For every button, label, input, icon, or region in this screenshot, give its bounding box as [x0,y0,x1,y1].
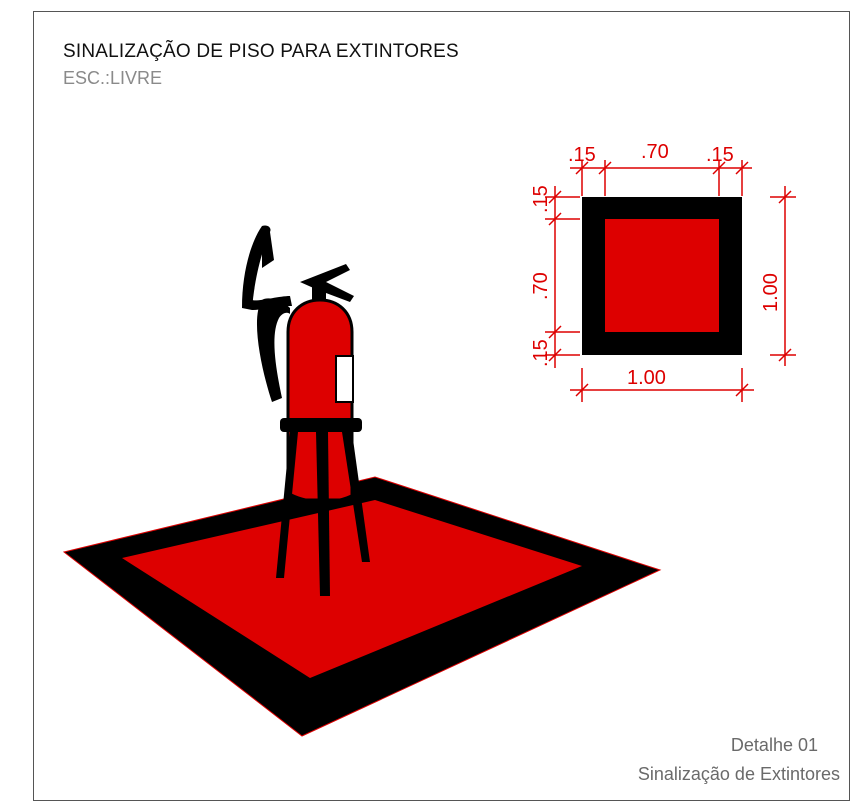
drawing-title: SINALIZAÇÃO DE PISO PARA EXTINTORES [63,41,459,62]
extinguisher-stand [276,418,370,596]
dim-right-total: 1.00 [760,273,782,312]
dimension-lines [545,160,796,402]
floor-red-area [122,500,582,678]
dim-bottom-total: 1.00 [627,367,666,389]
extinguisher-label [335,355,354,403]
drawing-frame [33,11,850,801]
floor-marking [62,476,662,737]
plan-view: .15 .70 .15 .15 .70 .15 1.00 1.00 [530,141,796,402]
dim-top-right: .15 [706,144,734,166]
detail-caption: Sinalização de Extintores [637,764,840,784]
dim-top-left: .15 [568,144,596,166]
extinguisher-cylinder [286,298,354,502]
extinguisher-handle [300,264,354,302]
dim-left-center: .70 [530,272,552,300]
dim-top-center: .70 [641,141,669,163]
dim-left-bottom: .15 [530,339,552,367]
extinguisher-hose [256,298,290,402]
drawing-scale: ESC.:LIVRE [63,68,163,88]
detail-number: Detalhe 01 [730,735,818,755]
fire-extinguisher [242,225,370,596]
plan-inner-red [605,219,719,332]
dim-left-top: .15 [530,185,552,213]
